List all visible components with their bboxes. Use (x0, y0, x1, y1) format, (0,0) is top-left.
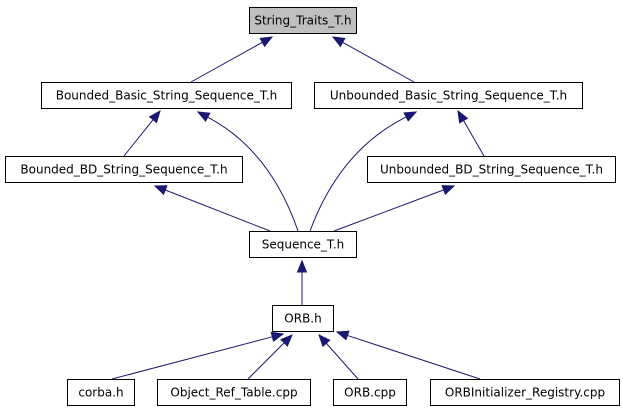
edge-line (347, 334, 481, 380)
node-label: Unbounded_BD_String_Sequence_T.h (380, 163, 603, 177)
edge-line (111, 336, 273, 380)
arrowhead (270, 331, 285, 343)
arrowhead (403, 111, 418, 122)
node-label: corba.h (78, 386, 123, 400)
node-orb-cpp[interactable]: ORB.cpp (333, 379, 407, 406)
node-corba[interactable]: corba.h (67, 379, 135, 406)
arrowhead (318, 334, 331, 348)
edge-line (342, 41, 415, 83)
node-orbinit-registry[interactable]: ORBInitializer_Registry.cpp (430, 379, 620, 406)
edge-bounded-basic-to-string-traits (190, 36, 274, 83)
node-sequence[interactable]: Sequence_T.h (249, 231, 357, 258)
node-object-ref-table[interactable]: Object_Ref_Table.cpp (157, 379, 311, 406)
node-box (333, 379, 407, 406)
edge-orbinit-registry-to-orb-h (335, 330, 481, 380)
node-label: ORB.cpp (344, 386, 396, 400)
arrowhead (296, 259, 308, 273)
node-label: Bounded_BD_String_Sequence_T.h (20, 163, 227, 177)
arrowhead (153, 185, 168, 196)
edges-layer (111, 36, 485, 380)
node-box (272, 305, 334, 332)
edge-unbounded-basic-to-string-traits (331, 36, 415, 83)
node-label: String_Traits_T.h (254, 14, 351, 28)
edge-line (123, 119, 154, 157)
edge-line (309, 116, 407, 232)
node-box (41, 82, 292, 109)
node-box (430, 379, 620, 406)
node-orb-h[interactable]: ORB.h (272, 305, 334, 332)
node-box (5, 156, 243, 183)
node-label: Unbounded_Basic_String_Sequence_T.h (330, 89, 567, 103)
arrowhead (335, 330, 350, 341)
node-string-traits: String_Traits_T.h (249, 7, 357, 34)
edge-line (463, 120, 485, 157)
node-box (67, 379, 135, 406)
edge-orb-h-to-sequence (296, 259, 308, 305)
node-bounded-basic[interactable]: Bounded_Basic_String_Sequence_T.h (41, 82, 292, 109)
node-unbounded-basic[interactable]: Unbounded_Basic_String_Sequence_T.h (314, 82, 583, 109)
node-box (249, 231, 357, 258)
arrowhead (148, 109, 161, 124)
edge-bounded-bd-to-bounded-basic (123, 109, 161, 157)
node-box (367, 156, 616, 183)
edge-line (333, 189, 444, 232)
node-label: ORB.h (284, 312, 321, 326)
arrowhead (196, 111, 211, 122)
edge-sequence-to-unbounded-bd (333, 185, 456, 232)
edge-line (325, 342, 359, 380)
node-label: Bounded_Basic_String_Sequence_T.h (56, 89, 278, 103)
edge-corba-to-orb-h (111, 331, 285, 380)
edge-sequence-to-bounded-bd (153, 185, 271, 232)
edge-sequence-to-bounded-basic (196, 111, 299, 232)
node-label: ORBInitializer_Registry.cpp (445, 386, 605, 400)
node-box (157, 379, 311, 406)
nodes-layer: String_Traits_T.hBounded_Basic_String_Se… (5, 7, 620, 406)
node-box (249, 7, 357, 34)
arrowhead (259, 36, 274, 48)
node-label: Object_Ref_Table.cpp (170, 386, 297, 400)
edge-line (165, 189, 271, 232)
edge-object-ref-table-to-orb-h (247, 334, 293, 380)
arrowhead (280, 334, 293, 347)
node-label: Sequence_T.h (262, 238, 345, 252)
node-box (314, 82, 583, 109)
arrowhead (441, 185, 456, 195)
edge-orb-cpp-to-orb-h (318, 334, 359, 380)
edge-line (190, 41, 263, 83)
node-unbounded-bd[interactable]: Unbounded_BD_String_Sequence_T.h (367, 156, 616, 183)
edge-unbounded-bd-to-unbounded-basic (457, 109, 485, 157)
arrowhead (331, 36, 346, 48)
node-bounded-bd[interactable]: Bounded_BD_String_Sequence_T.h (5, 156, 243, 183)
arrowhead (457, 109, 469, 124)
edge-line (247, 342, 285, 380)
edge-line (207, 116, 299, 232)
edge-sequence-to-unbounded-basic (309, 111, 418, 232)
